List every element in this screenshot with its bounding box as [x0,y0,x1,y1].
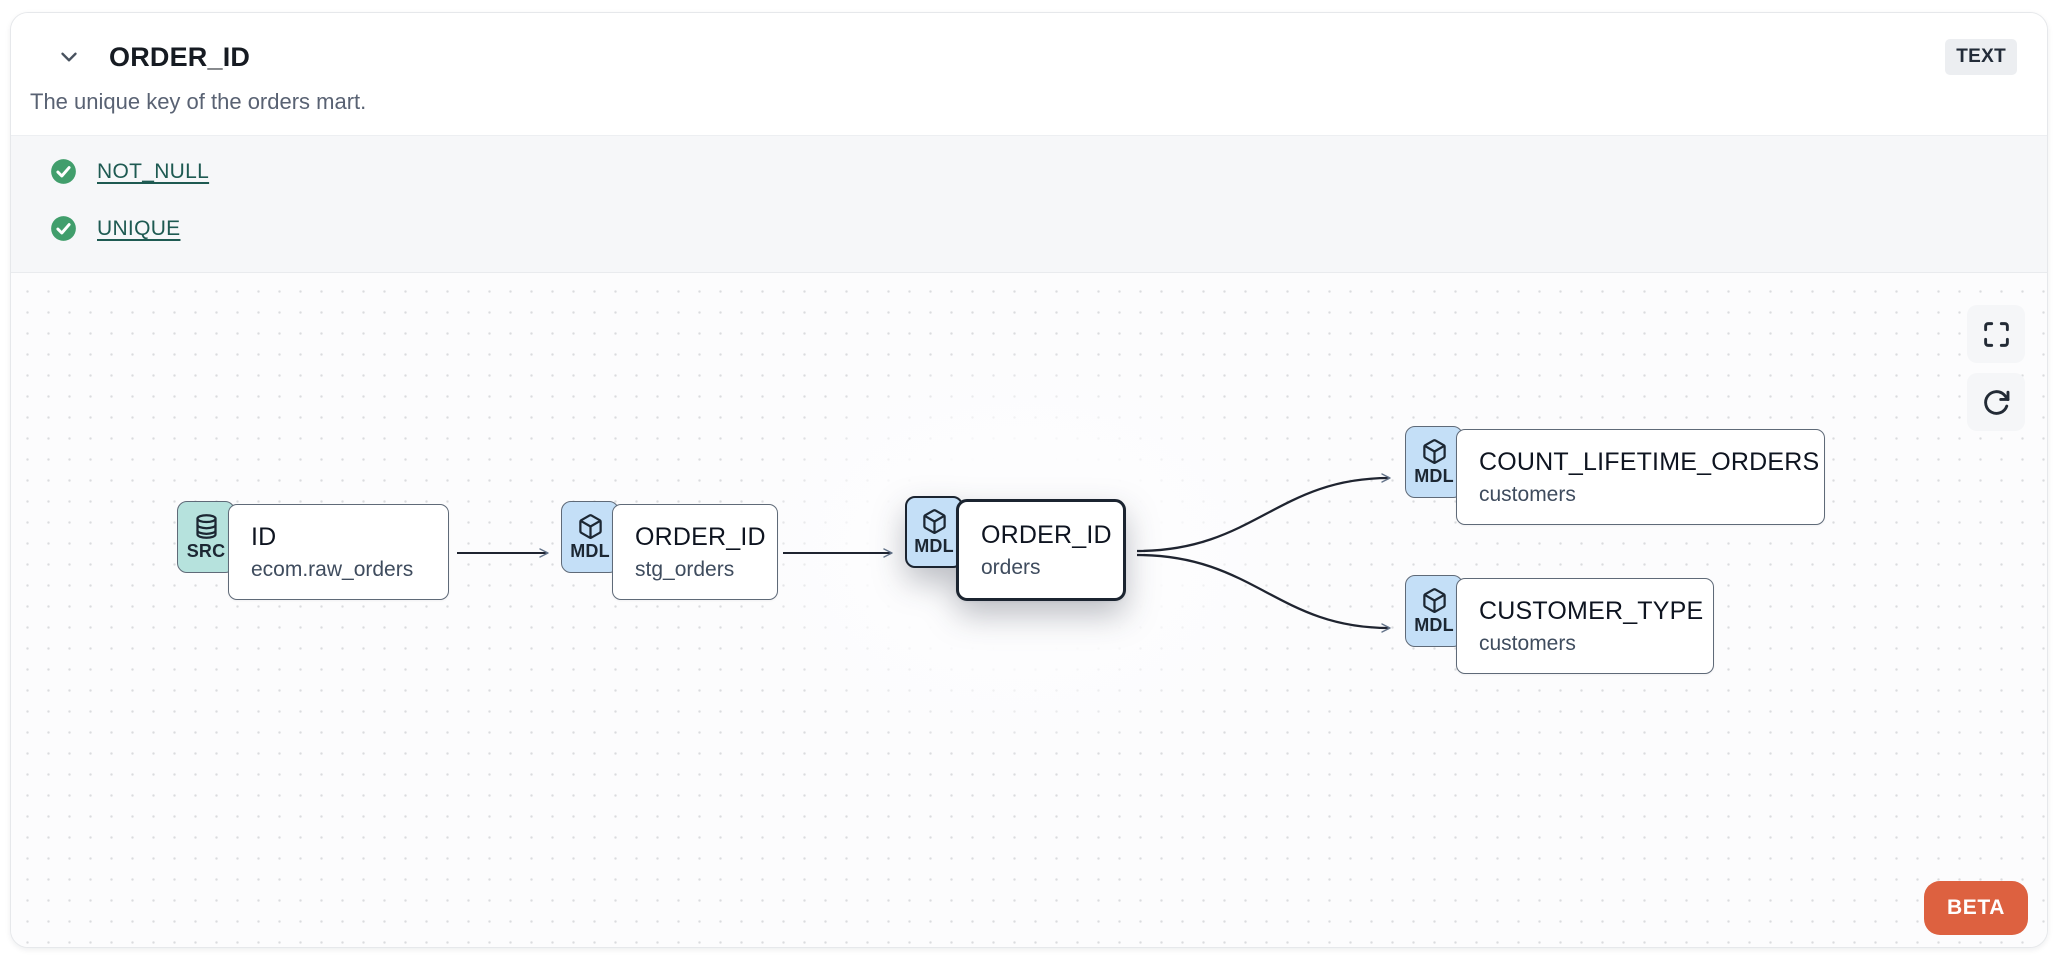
node-title: COUNT_LIFETIME_ORDERS [1479,447,1820,476]
chevron-down-icon [56,44,82,70]
test-row: UNIQUE [50,207,2017,250]
cube-icon [577,513,604,540]
collapse-chevron-button[interactable] [53,41,85,73]
column-name-title: ORDER_ID [109,41,251,72]
column-details-card: ORDER_ID TEXT The unique key of the orde… [10,12,2048,948]
node-subtitle: customers [1479,482,1576,506]
check-circle-icon [50,215,77,242]
badge-label: MDL [1414,614,1454,635]
model-badge: MDL [1405,426,1463,498]
model-badge: MDL [561,501,619,573]
node-subtitle: ecom.raw_orders [251,557,414,581]
refresh-button[interactable] [1967,373,2025,431]
beta-badge: BETA [1923,881,2028,935]
lineage-node-orders-selected[interactable]: MDL ORDER_ID orders [905,496,1126,601]
header: ORDER_ID TEXT The unique key of the orde… [11,13,2047,135]
node-subtitle: stg_orders [635,557,735,581]
cube-icon [921,508,948,535]
node-body: ORDER_ID stg_orders [612,504,778,600]
column-type-badge: TEXT [1945,39,2017,75]
model-badge: MDL [1405,575,1463,647]
badge-label: MDL [570,540,610,561]
node-body: ID ecom.raw_orders [228,504,449,600]
edge-orders-to-customer-type [1136,553,1391,633]
node-body: CUSTOMER_TYPE customers [1456,578,1714,674]
node-body: COUNT_LIFETIME_ORDERS customers [1456,429,1825,525]
lineage-node-source-raw-orders[interactable]: SRC ID ecom.raw_orders [177,501,449,600]
badge-label: MDL [1414,465,1454,486]
canvas-controls [1967,305,2025,431]
lineage-node-count-lifetime-orders[interactable]: MDL COUNT_LIFETIME_ORDERS customers [1405,426,1825,525]
test-link-unique[interactable]: UNIQUE [97,216,181,240]
check-circle-icon [50,158,77,185]
badge-label: SRC [186,540,226,561]
node-title: ID [251,522,277,551]
model-badge: MDL [905,496,963,568]
database-icon [193,513,220,540]
header-row: ORDER_ID TEXT [30,37,2017,77]
node-subtitle: customers [1479,631,1576,655]
node-subtitle: orders [981,555,1041,579]
column-description: The unique key of the orders mart. [30,89,367,114]
lineage-canvas[interactable]: SRC ID ecom.raw_orders MDL ORDER_ID stg_… [11,273,2047,947]
tests-section: NOT_NULL UNIQUE [11,135,2047,273]
badge-label: MDL [914,535,954,556]
lineage-node-customer-type[interactable]: MDL CUSTOMER_TYPE customers [1405,575,1714,674]
cube-icon [1421,438,1448,465]
cube-icon [1421,587,1448,614]
fullscreen-button[interactable] [1967,305,2025,363]
node-title: ORDER_ID [635,522,766,551]
refresh-icon [1982,388,2011,417]
fullscreen-icon [1982,320,2011,349]
source-badge: SRC [177,501,235,573]
lineage-edges [457,473,1391,633]
node-body: ORDER_ID orders [956,499,1126,601]
node-title: ORDER_ID [981,520,1112,549]
edge-orders-to-count-lifetime-orders [1136,473,1391,553]
lineage-node-stg-orders[interactable]: MDL ORDER_ID stg_orders [561,501,778,600]
node-title: CUSTOMER_TYPE [1479,596,1704,625]
test-row: NOT_NULL [50,150,2017,193]
test-link-not-null[interactable]: NOT_NULL [97,159,210,183]
